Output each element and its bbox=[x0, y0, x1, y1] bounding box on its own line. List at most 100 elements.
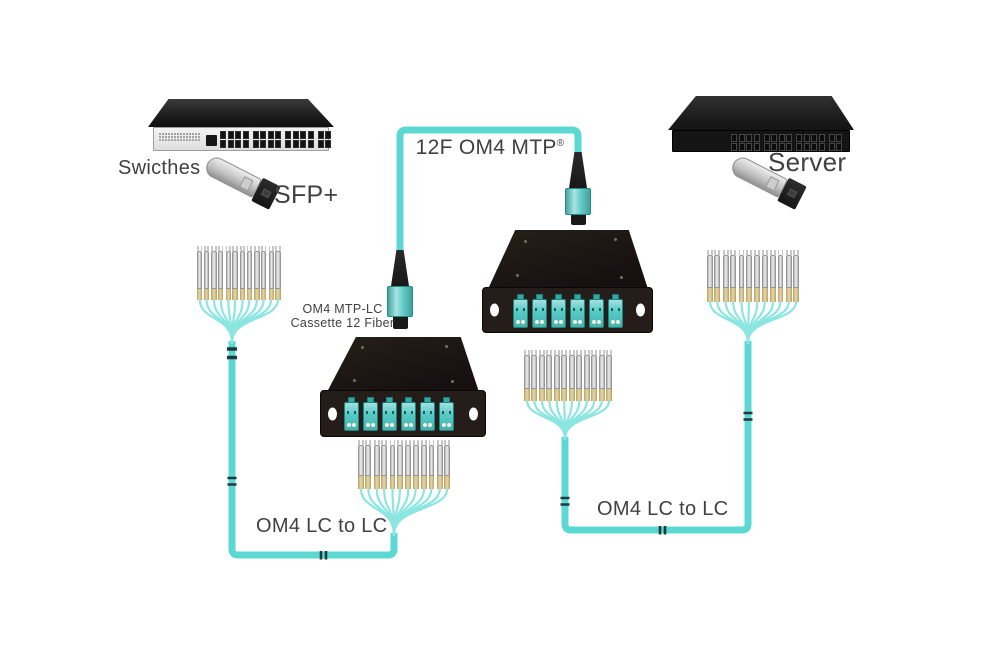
lc-duplex-adapter bbox=[589, 294, 604, 328]
lc-body bbox=[275, 251, 281, 289]
lc-boot-band bbox=[428, 476, 435, 489]
lc-connector bbox=[239, 246, 246, 300]
led bbox=[165, 139, 167, 141]
lc-connector bbox=[365, 440, 372, 489]
lc-latch bbox=[761, 250, 768, 255]
switch-led-grid bbox=[159, 133, 200, 141]
led bbox=[168, 139, 170, 141]
lc-latch bbox=[770, 250, 776, 255]
network-switch bbox=[148, 99, 334, 152]
adapter-pins bbox=[366, 411, 368, 414]
sfp-lc-slot bbox=[261, 188, 272, 199]
lc-boot-band bbox=[554, 389, 560, 401]
switch-label: Swicthes bbox=[118, 157, 201, 179]
mount-hole-left bbox=[490, 303, 499, 317]
lc-duplex-adapter bbox=[363, 397, 378, 431]
port bbox=[746, 143, 752, 151]
lc-duplex-adapter bbox=[513, 294, 528, 328]
lc-body bbox=[437, 445, 443, 476]
lc-boot-band bbox=[421, 476, 427, 489]
adapter-pins bbox=[442, 411, 444, 414]
lc-boot-band bbox=[777, 288, 784, 302]
adapter-tab bbox=[517, 294, 524, 300]
lc-latch bbox=[569, 350, 575, 355]
mtp-lc-cassette-lower bbox=[320, 337, 486, 438]
lc-latch bbox=[397, 440, 403, 445]
port bbox=[753, 134, 760, 142]
lc-boot-band bbox=[722, 288, 729, 302]
lc-connector bbox=[261, 246, 267, 300]
port bbox=[317, 131, 324, 139]
lc-connector bbox=[405, 440, 412, 489]
lc-boot-band bbox=[389, 476, 396, 489]
lc-boot-band bbox=[268, 289, 274, 300]
lc-body bbox=[261, 251, 267, 289]
adapter-body bbox=[439, 402, 454, 431]
port bbox=[771, 143, 777, 151]
lc-body bbox=[428, 445, 435, 476]
port bbox=[325, 131, 331, 139]
adapter-pins bbox=[347, 411, 349, 414]
lc-connector bbox=[254, 246, 260, 300]
lc-boot-band bbox=[606, 389, 613, 401]
lc-connector bbox=[246, 246, 253, 300]
cassette-lc-ports bbox=[513, 294, 623, 328]
lc-body bbox=[239, 251, 246, 289]
lc-latch bbox=[365, 440, 371, 445]
lc-body bbox=[591, 355, 598, 389]
adapter-tab bbox=[536, 294, 543, 300]
led bbox=[189, 136, 191, 138]
port bbox=[317, 140, 324, 148]
port bbox=[292, 131, 299, 139]
port bbox=[778, 143, 785, 151]
port-group bbox=[796, 134, 825, 151]
lc-body bbox=[786, 255, 792, 288]
port bbox=[818, 134, 825, 142]
lc-latch bbox=[576, 350, 582, 355]
port bbox=[307, 131, 314, 139]
led bbox=[171, 139, 173, 141]
lc-latch bbox=[225, 246, 232, 251]
lc-latch bbox=[211, 246, 218, 251]
port bbox=[242, 140, 249, 148]
lc-body bbox=[225, 251, 231, 289]
port bbox=[235, 131, 241, 139]
lc-boot-band bbox=[546, 389, 553, 401]
led bbox=[186, 139, 188, 141]
sfp-label-plate bbox=[765, 176, 780, 192]
trunk-cable-label: 12F OM4 MTP® bbox=[415, 136, 565, 160]
lc-boot-band bbox=[412, 476, 419, 489]
led bbox=[174, 139, 176, 141]
lc-latch bbox=[405, 440, 411, 445]
led bbox=[186, 136, 188, 138]
lc-boot-band bbox=[531, 389, 538, 401]
lc-latch bbox=[746, 250, 752, 255]
lc-latch bbox=[381, 440, 387, 445]
lc-latch bbox=[707, 250, 713, 255]
port bbox=[763, 143, 770, 151]
lc-body bbox=[714, 255, 721, 288]
lc-connector bbox=[524, 350, 530, 401]
adapter-pins bbox=[404, 411, 406, 414]
port bbox=[220, 131, 226, 139]
lc-body bbox=[707, 255, 713, 288]
lc-boot-band bbox=[275, 289, 281, 300]
lc-boot-band bbox=[707, 288, 713, 302]
lc-latch bbox=[738, 250, 745, 255]
left-lc-harness-cable bbox=[228, 341, 398, 559]
lc-latch bbox=[554, 350, 560, 355]
lc-connector bbox=[218, 246, 224, 300]
lc-latch bbox=[591, 350, 597, 355]
lc-latch bbox=[428, 440, 435, 445]
led bbox=[198, 133, 200, 135]
fanout-fibers bbox=[198, 297, 798, 537]
lc-latch bbox=[793, 250, 799, 255]
port bbox=[325, 140, 331, 148]
adapter-pins bbox=[573, 308, 575, 311]
lc-boot-band bbox=[793, 288, 800, 302]
fanout-fiber bbox=[746, 299, 798, 345]
led bbox=[162, 136, 164, 138]
adapter-pins bbox=[535, 308, 537, 311]
lc-connector bbox=[786, 250, 792, 302]
port bbox=[227, 131, 234, 139]
